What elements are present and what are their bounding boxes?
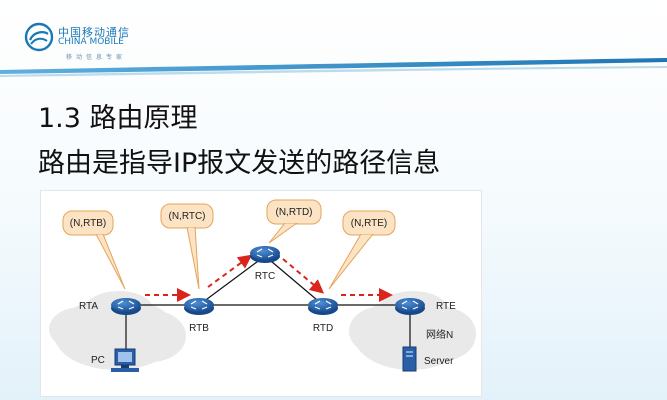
callout-rtd: (N,RTE) bbox=[328, 210, 396, 290]
router-rtb-icon[interactable] bbox=[184, 298, 214, 315]
slide-subtitle: 路由是指导IP报文发送的路径信息 bbox=[38, 148, 441, 179]
router-rtc-label: RTC bbox=[255, 271, 275, 282]
server-icon[interactable] bbox=[402, 346, 417, 372]
server-label: Server bbox=[424, 356, 454, 367]
callout-rtc-text: (N,RTD) bbox=[275, 207, 312, 218]
right-cloud bbox=[349, 291, 476, 370]
router-rtb-label: RTB bbox=[189, 323, 209, 334]
callout-rtb: (N,RTC) bbox=[160, 203, 214, 290]
callout-rtc: (N,RTD) bbox=[266, 199, 322, 244]
callout-rtd-text: (N,RTE) bbox=[351, 218, 387, 229]
router-rta-icon[interactable] bbox=[111, 298, 141, 315]
callout-rtb-text: (N,RTC) bbox=[168, 211, 205, 222]
callout-rta: (N,RTB) bbox=[62, 210, 126, 290]
routing-diagram-svg: (N,RTB) (N,RTC) (N,RTD) (N,RTE) bbox=[49, 199, 476, 372]
router-rte-label: RTE bbox=[436, 301, 456, 312]
router-rtd-icon[interactable] bbox=[308, 298, 338, 315]
left-cloud bbox=[49, 291, 186, 370]
router-rtc-icon[interactable] bbox=[250, 246, 280, 263]
slide-title: 1.3 路由原理 bbox=[38, 103, 198, 134]
forwarding-path bbox=[145, 254, 393, 302]
header-swoosh bbox=[0, 58, 667, 77]
callout-rta-text: (N,RTB) bbox=[70, 218, 106, 229]
brand-slogan: 移动信息专家 bbox=[66, 54, 127, 61]
routing-diagram: (N,RTB) (N,RTC) (N,RTD) (N,RTE) bbox=[40, 190, 482, 397]
brand-name-en: CHINA MOBILE bbox=[58, 37, 124, 47]
china-mobile-logo-icon bbox=[24, 22, 54, 52]
brand-name-cn: 中国移动通信 bbox=[58, 26, 130, 39]
slide-header: 中国移动通信 CHINA MOBILE 移动信息专家 bbox=[0, 0, 667, 80]
pc-icon[interactable] bbox=[111, 348, 139, 372]
pc-label: PC bbox=[91, 355, 105, 366]
router-rta-label: RTA bbox=[79, 301, 98, 312]
router-rte-icon[interactable] bbox=[395, 298, 425, 315]
router-rtd-label: RTD bbox=[313, 323, 333, 334]
network-n-label: 网络N bbox=[426, 328, 453, 341]
